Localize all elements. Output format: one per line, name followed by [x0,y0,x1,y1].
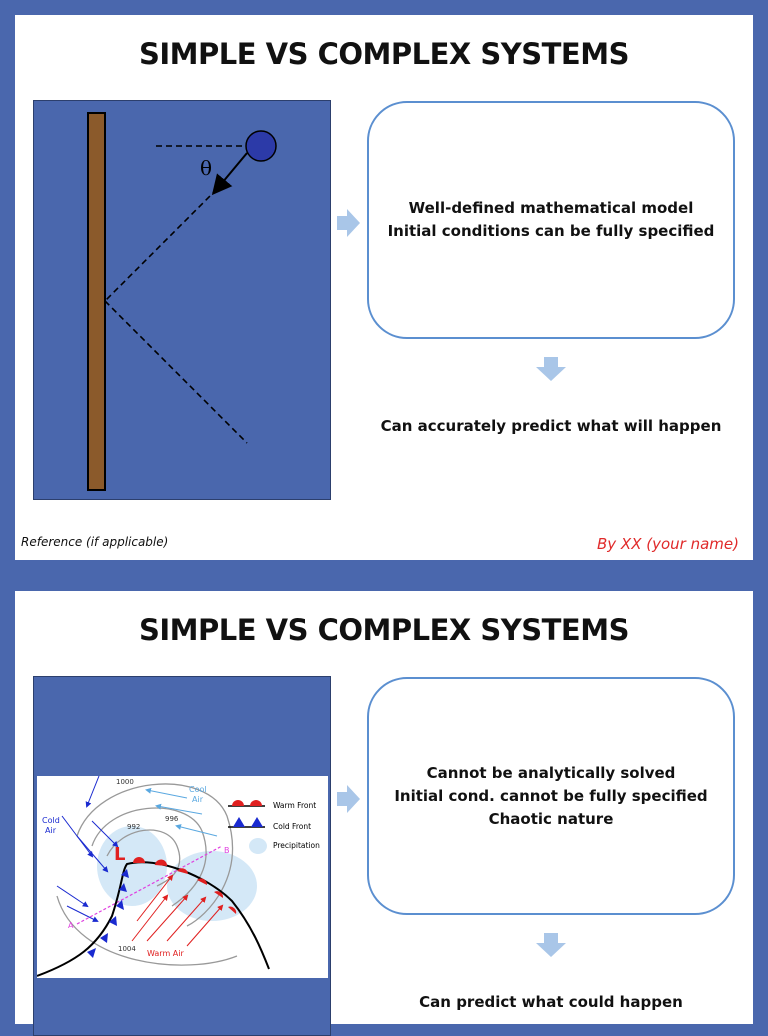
reflected-path [104,300,248,444]
arrow-down-icon [536,357,566,381]
legend-warm-front: Warm Front [273,801,316,810]
cool-air-arrow [175,824,218,837]
ball [245,130,277,162]
low-pressure-label: L [114,844,125,865]
legend-cold-front: Cold Front [273,822,311,831]
angle-label: θ [200,156,212,180]
isobar-label: 996 [165,815,179,823]
incoming-path-dashed [104,188,218,302]
reference-text: Reference (if applicable) [21,535,169,549]
arrow-right-icon [337,209,360,237]
cold-air-arrow [91,820,119,848]
isobar [56,895,238,966]
wall [87,112,106,491]
cold-air-arrow [76,835,109,873]
properties-box: Well-defined mathematical model Initial … [367,101,735,339]
warm-air-arrow [166,896,207,942]
legend-precipitation: Precipitation [273,841,320,850]
cool-air-label-line: Air [192,795,204,804]
arrow-down-icon [536,933,566,957]
cool-air-label-line: Cool [189,785,207,794]
cold-air-arrow [56,885,89,908]
pendulum-diagram-panel: θ [33,100,331,500]
point-a-label: A [68,921,74,930]
slide-title: SIMPLE VS COMPLEX SYSTEMS [138,37,630,71]
box-line: Chaotic nature [488,809,614,828]
cool-air-arrow [145,787,188,799]
warm-front-markers [133,857,237,914]
incoming-path [211,152,248,196]
weather-map: 1000 992 996 1004 [37,776,328,978]
cold-air-label-line: Air [45,826,57,835]
properties-box: Cannot be analytically solved Initial co… [367,677,735,915]
author-text: By XX (your name) [597,535,739,553]
weather-map-drawing: 1000 992 996 1004 [37,776,320,977]
warm-air-arrow [186,904,224,947]
slide-title: SIMPLE VS COMPLEX SYSTEMS [138,613,630,647]
legend: Warm Front Cold Front Precipitation [228,800,320,854]
warm-air-arrow [131,894,169,942]
slide-2: SIMPLE VS COMPLEX SYSTEMS [15,591,753,1036]
isobar-label: 992 [127,823,140,831]
cold-air-arrow [66,905,99,922]
box-line: Initial conditions can be fully specifie… [387,222,715,240]
box-line: Initial cond. cannot be fully specified [394,786,708,805]
box-line: Well-defined mathematical model [408,199,694,217]
slide-1: SIMPLE VS COMPLEX SYSTEMS θ Well-defined… [15,15,753,560]
weather-map-panel: 1000 992 996 1004 [33,676,331,1036]
front-line [37,861,270,977]
cross-section-line [76,845,223,925]
cold-front-markers [87,869,129,958]
arrow-right-icon [337,785,360,813]
pendulum-diagram: θ [87,112,277,491]
isobar-label: 1000 [116,778,134,786]
cold-air-arrow [85,776,100,808]
isobar [91,807,207,907]
conclusion-text: Can accurately predict what will happen [380,417,722,435]
box-line: Cannot be analytically solved [426,763,676,782]
cold-air-label-line: Cold [42,816,60,825]
conclusion-text: Can predict what could happen [419,993,683,1011]
isobar-label: 1004 [118,945,136,953]
warm-air-arrow [146,894,189,942]
isobar [76,783,234,927]
warm-air-label: Warm Air [147,949,184,958]
point-b-label: B [224,846,230,855]
cool-air-arrow [155,803,203,815]
warm-air-arrow [136,874,174,922]
